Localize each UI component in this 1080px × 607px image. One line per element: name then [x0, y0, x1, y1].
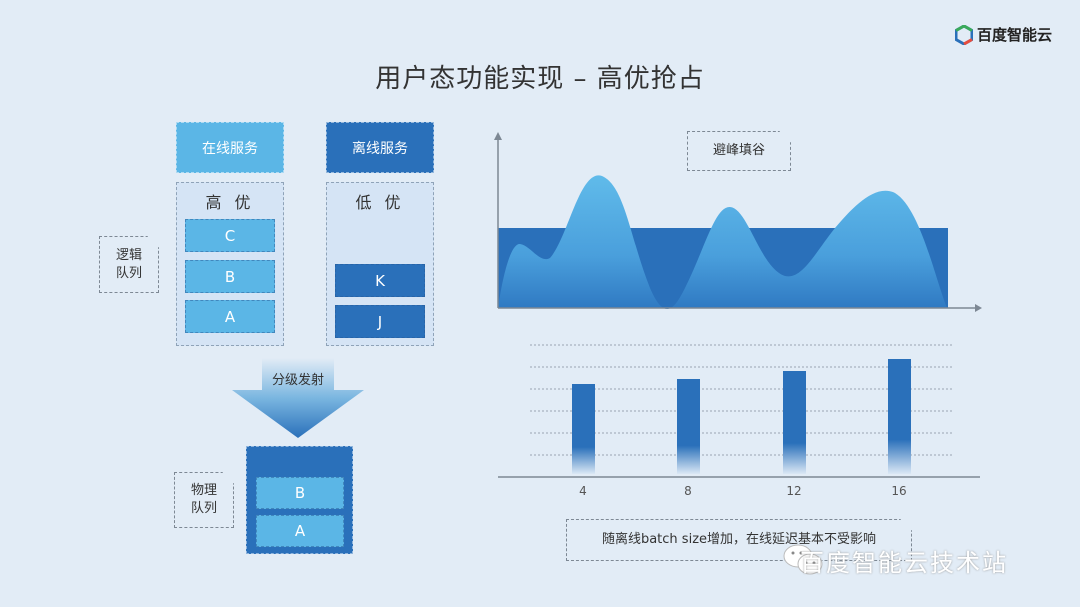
high-priority-queue: 高 优 C B A [176, 182, 284, 346]
watermark-text: 百度智能云技术站 [800, 549, 1008, 577]
low-priority-queue: 低 优 K J [326, 182, 434, 346]
peak-valley-area-chart [494, 132, 982, 312]
bar-8 [677, 379, 700, 474]
wechat-icon [783, 544, 823, 575]
logical-queue-line1: 逻辑 [115, 247, 142, 263]
x-tick-4: 4 [579, 484, 587, 498]
logical-queue-line2: 队列 [115, 265, 142, 281]
peak-valley-note-text: 避峰填谷 [712, 143, 765, 158]
x-tick-12: 12 [786, 484, 802, 498]
dispatch-arrow-icon [232, 358, 364, 438]
offline-service-label: 离线服务 [352, 140, 408, 157]
bar-16 [888, 359, 911, 474]
queue-item-b: B [185, 260, 275, 293]
queue-item-c: C [185, 219, 275, 252]
dispatch-arrow-label: 分级发射 [271, 373, 324, 388]
online-service-box: 在线服务 [176, 122, 284, 173]
offline-service-box: 离线服务 [326, 122, 434, 173]
physical-item-a: A [256, 515, 344, 547]
bar-4 [572, 384, 595, 474]
queue-item-k: K [335, 264, 425, 297]
brand-logo: 百度智能云 [955, 24, 1052, 45]
bar-12 [783, 371, 806, 474]
page-title: 用户态功能实现 – 高优抢占 [375, 64, 705, 94]
online-service-label: 在线服务 [202, 140, 258, 157]
baidu-cloud-hexagon-icon [955, 24, 973, 45]
physical-queue-note: 物理 队列 [174, 472, 234, 528]
physical-queue-line1: 物理 [190, 483, 217, 498]
low-priority-label: 低 优 [355, 193, 405, 212]
queue-item-j: J [335, 305, 425, 338]
batch-size-note-text: 随离线batch size增加，在线延迟基本不受影响 [601, 532, 877, 547]
x-tick-16: 16 [891, 484, 907, 498]
physical-queue: B A [246, 446, 353, 554]
batch-size-note: 随离线batch size增加，在线延迟基本不受影响 [566, 519, 912, 561]
online-load-wave [498, 175, 947, 309]
queue-item-a: A [185, 300, 275, 333]
high-priority-label: 高 优 [205, 193, 255, 212]
physical-item-b: B [256, 477, 344, 509]
latency-bar-chart [498, 344, 980, 478]
x-tick-8: 8 [684, 484, 692, 498]
physical-queue-line2: 队列 [190, 501, 217, 516]
logical-queue-note: 逻辑 队列 [99, 236, 159, 293]
logo-text: 百度智能云 [977, 26, 1053, 44]
peak-valley-note: 避峰填谷 [687, 131, 791, 171]
